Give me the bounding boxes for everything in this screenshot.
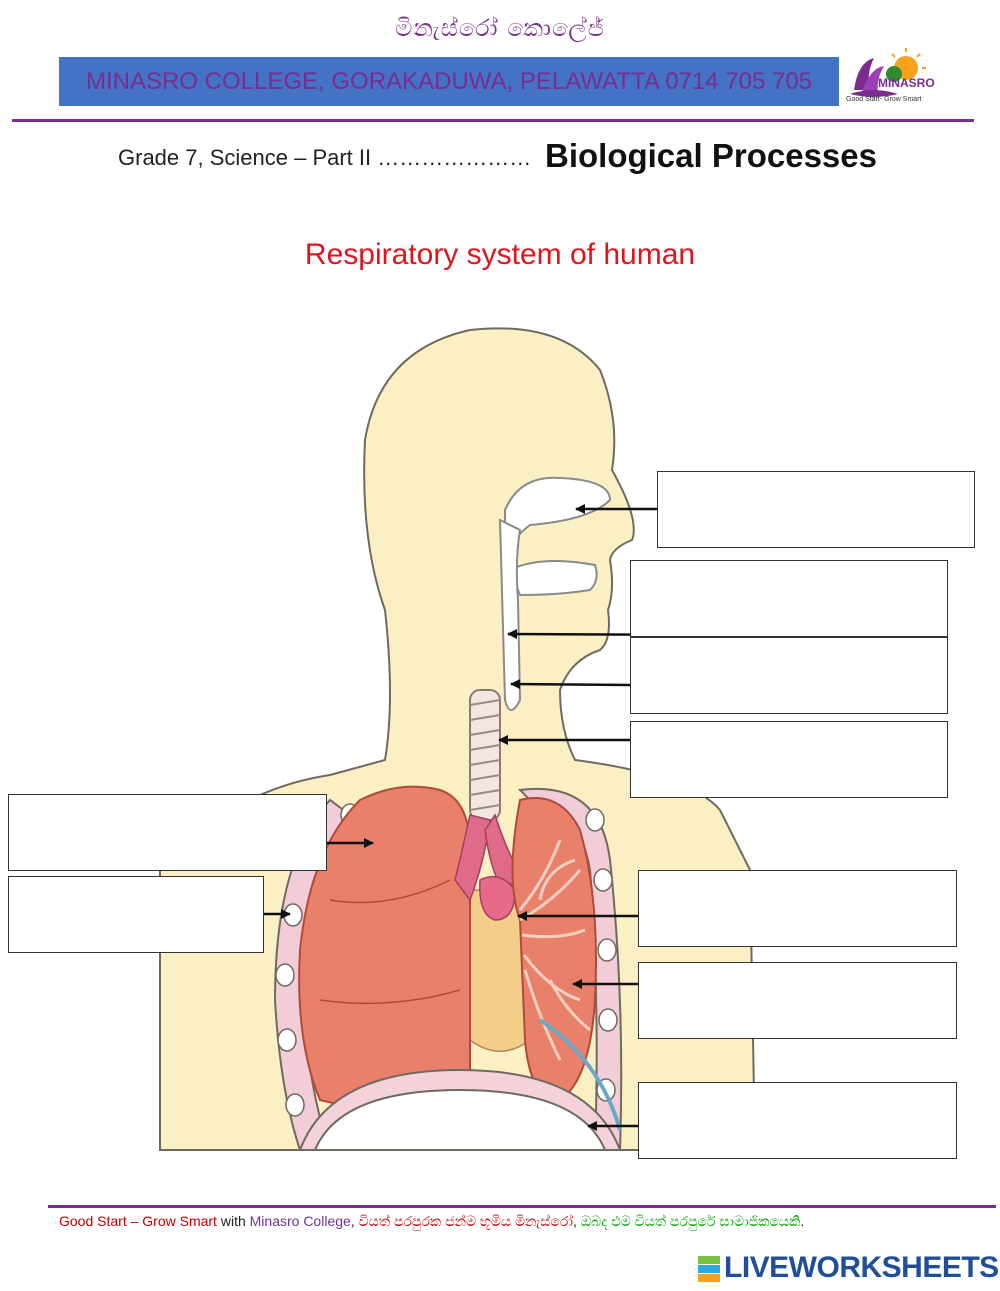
- label-box-nasal-cavity[interactable]: [657, 471, 975, 548]
- diagram-title: Respiratory system of human: [304, 238, 696, 271]
- label-box-bronchus[interactable]: [638, 870, 957, 947]
- trachea: [469, 689, 501, 821]
- college-banner: MINASRO COLLEGE, GORAKADUWA, PELAWATTA 0…: [59, 57, 839, 106]
- logo-tagline: Good Start- Grow Smart: [846, 96, 922, 103]
- footer-sinhala-1: වියත් පරපුරක ජන්ම භූමිය මිනැස්රෝ: [358, 1213, 573, 1229]
- footer-text: Good Start – Grow Smart with Minasro Col…: [59, 1213, 805, 1229]
- college-name-sinhala: මිනැස්රෝ කොලේජ්: [395, 14, 605, 42]
- grade-subject-line: Grade 7, Science – Part II …………………: [118, 145, 532, 170]
- banner-text: MINASRO COLLEGE, GORAKADUWA, PELAWATTA 0…: [85, 68, 813, 95]
- label-box-bronchiole[interactable]: [638, 962, 957, 1039]
- pharynx: [498, 518, 522, 711]
- bronchioles: [518, 839, 591, 1061]
- liveworksheets-badge-icon: [698, 1256, 720, 1282]
- label-box-rib[interactable]: [8, 876, 264, 953]
- liveworksheets-logo: LIVEWORKSHEETS: [698, 1250, 999, 1286]
- header-divider: [12, 119, 974, 122]
- footer-slogan: Good Start – Grow Smart: [59, 1213, 217, 1229]
- label-box-larynx[interactable]: [630, 637, 948, 714]
- college-logo: MINASRO Good Start- Grow Smart: [844, 40, 954, 106]
- label-box-pharynx[interactable]: [630, 560, 948, 637]
- footer-sinhala-2: ඔබද එම වියත් පරපුරේ සාමාජිකයෙකි: [580, 1213, 801, 1229]
- footer-divider: [48, 1205, 996, 1208]
- label-box-lung[interactable]: [8, 794, 327, 871]
- label-box-trachea[interactable]: [630, 721, 948, 798]
- lung-left: [298, 785, 471, 1115]
- logo-name: MINASRO: [878, 76, 935, 90]
- footer-college: Minasro College: [249, 1213, 351, 1229]
- arrow-larynx: [510, 679, 631, 690]
- logo-emblem-icon: [850, 48, 926, 97]
- label-box-diaphragm[interactable]: [638, 1082, 957, 1159]
- topic-title: Biological Processes: [545, 137, 877, 174]
- oral-cavity: [508, 560, 598, 597]
- liveworksheets-wordmark: LIVEWORKSHEETS: [724, 1251, 999, 1284]
- pleural-membrane: [538, 1018, 622, 1131]
